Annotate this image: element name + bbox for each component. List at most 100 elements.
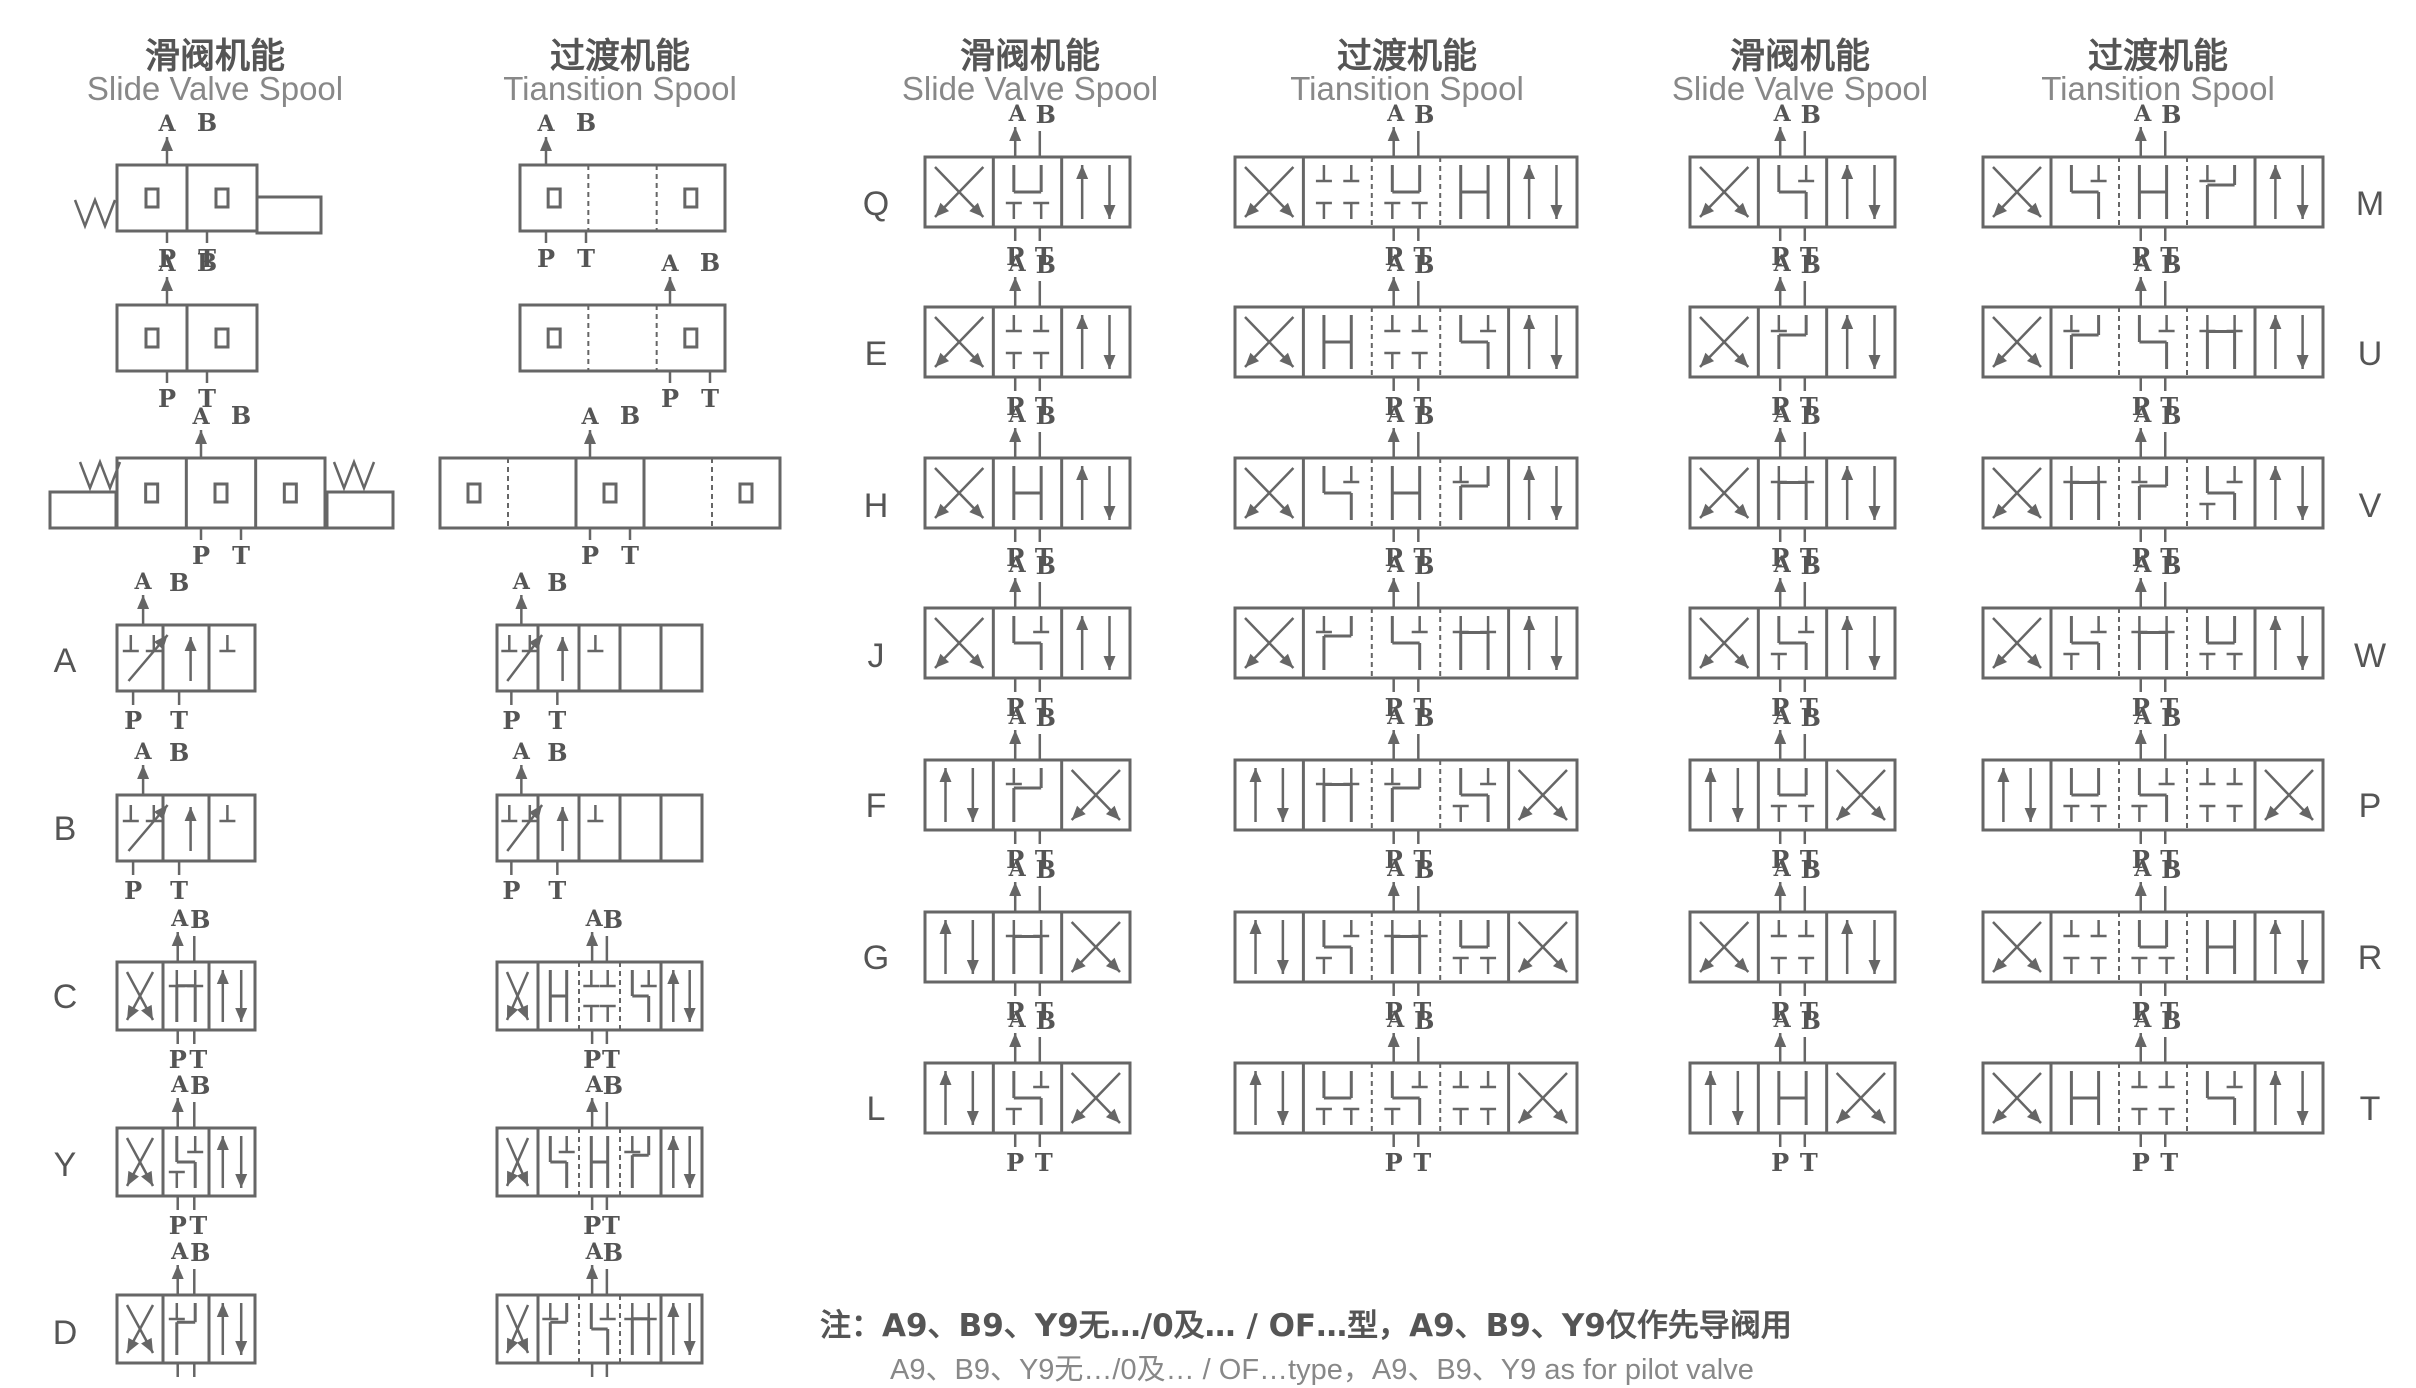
port-label: A [1386, 704, 1405, 730]
port-label: B [1801, 703, 1821, 732]
port-label: P [581, 541, 599, 570]
port-label: B [2161, 1006, 2181, 1035]
port-label: T [170, 706, 188, 735]
port-label: B [700, 248, 720, 277]
port-label: A [512, 739, 531, 765]
port-label: B [1036, 100, 1056, 129]
header-en-col1: Slide Valve Spool [86, 70, 344, 107]
port-label: A [1773, 101, 1792, 127]
port-label: T [1035, 997, 1053, 1026]
port-label: A [170, 1072, 189, 1098]
port-label: P [169, 1045, 187, 1074]
port-label: B [2161, 551, 2181, 580]
port-label: B [576, 108, 596, 137]
port-label: A [134, 569, 153, 595]
port-label: B [1036, 1006, 1056, 1035]
port-label: T [548, 876, 566, 905]
footnote-chinese: 注：A9、B9、Y9无…/0及… / OF…型，A9、B9、Y9仅作先导阀用 [820, 1308, 1792, 1344]
port-label: P [1385, 997, 1403, 1026]
port-label: A [536, 111, 555, 137]
port-label: A [1773, 1007, 1792, 1033]
row-label-u: U [2357, 335, 2383, 373]
port-label: T [2160, 1148, 2178, 1177]
port-label: A [2133, 552, 2152, 578]
port-label: P [1385, 693, 1403, 722]
row-label-e: E [864, 335, 888, 373]
port-label: T [621, 541, 639, 570]
port-label: T [170, 876, 188, 905]
port-label: P [1771, 392, 1789, 421]
port-label: T [1413, 1148, 1431, 1177]
port-label: B [2161, 703, 2181, 732]
port-label: P [1006, 543, 1024, 572]
port-label: A [585, 1239, 604, 1265]
port-label: T [2160, 997, 2178, 1026]
port-label: A [1008, 552, 1027, 578]
port-label: B [1801, 100, 1821, 129]
port-label: P [1006, 845, 1024, 874]
port-label: P [169, 1211, 187, 1240]
port-label: A [585, 1072, 604, 1098]
port-label: A [2133, 402, 2152, 428]
port-label: A [2133, 1007, 2152, 1033]
port-label: P [583, 1045, 601, 1074]
port-label: T [2160, 392, 2178, 421]
header-zh-col5: 滑阀机能 [1729, 37, 1870, 77]
port-label: P [2132, 392, 2150, 421]
port-label: B [1801, 250, 1821, 279]
port-label: P [1771, 242, 1789, 271]
port-label: P [502, 706, 520, 735]
port-label: B [1801, 855, 1821, 884]
port-label: B [1036, 401, 1056, 430]
port-label: P [1006, 997, 1024, 1026]
port-label: B [231, 401, 251, 430]
row-label-w: W [2353, 637, 2387, 675]
header-en-col5: Slide Valve Spool [1671, 70, 1929, 107]
port-label: B [2161, 401, 2181, 430]
port-label: P [2132, 693, 2150, 722]
port-label: T [189, 1211, 207, 1240]
port-label: P [124, 876, 142, 905]
port-label: B [1036, 250, 1056, 279]
port-label: T [1035, 1148, 1053, 1177]
port-label: B [2161, 855, 2181, 884]
port-label: A [1386, 552, 1405, 578]
header-zh-col2: 过渡机能 [549, 37, 690, 77]
port-label: A [2133, 704, 2152, 730]
header-en-col2: Tiansition Spool [503, 70, 737, 107]
port-label: P [1006, 242, 1024, 271]
port-label: A [1773, 856, 1792, 882]
port-label: A [2133, 251, 2152, 277]
port-label: T [1413, 543, 1431, 572]
port-label: P [1385, 543, 1403, 572]
row-label-a: A [53, 642, 77, 680]
port-label: P [1385, 845, 1403, 874]
port-label: A [1008, 251, 1027, 277]
port-label: T [1800, 543, 1818, 572]
port-label: B [603, 1071, 623, 1100]
port-label: T [1035, 845, 1053, 874]
port-label: A [1008, 856, 1027, 882]
port-label: T [1800, 392, 1818, 421]
port-label: T [2160, 693, 2178, 722]
port-label: T [1413, 693, 1431, 722]
port-label: A [1386, 856, 1405, 882]
